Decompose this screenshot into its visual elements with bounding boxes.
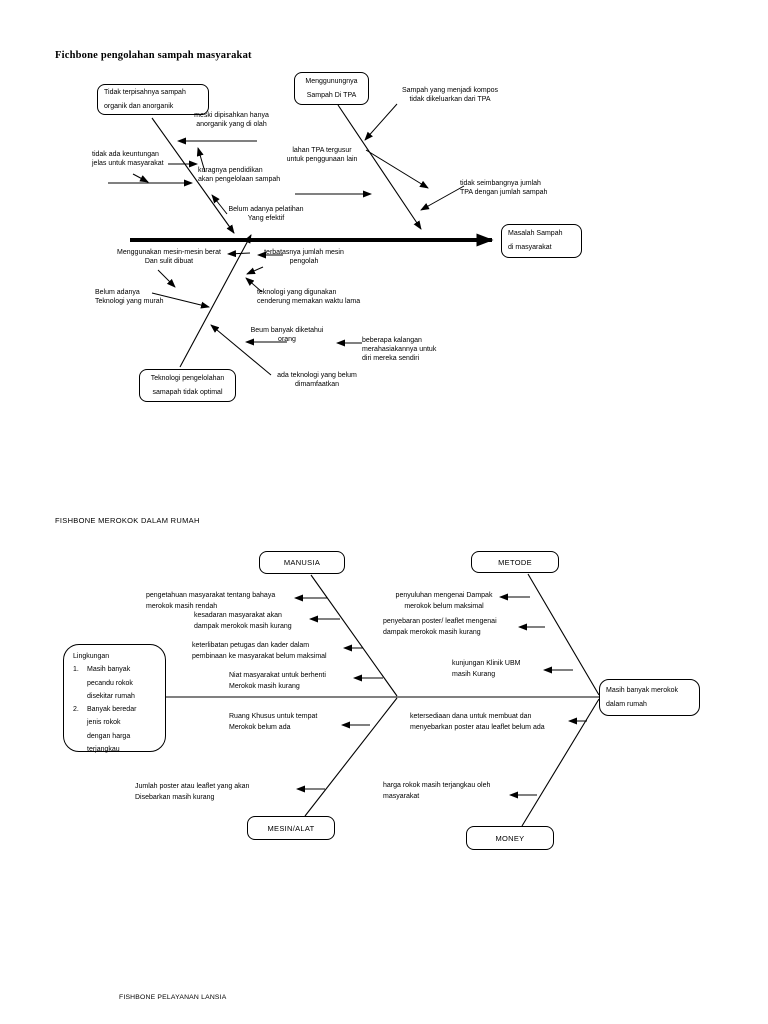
- label-ada-teknologi-belum: ada teknologi yang belum dimamfaatkan: [277, 372, 357, 389]
- fish-head-box-merokok: Masih banyak merokok dalam rumah: [599, 679, 700, 716]
- fish-head-box-masalah-sampah: Masalah Sampah di masyarakat: [501, 224, 582, 258]
- environment-box-heading: Lingkungan: [73, 653, 110, 660]
- environment-item: 1. Masih banyak pecandu rokok disekitar …: [73, 663, 161, 703]
- cause-box-tidak-terpisah: Tidak terpisahnya sampah organik dan ano…: [97, 84, 209, 115]
- label-teknologi-waktu-lama: teknologi yang digunakan cenderung memak…: [257, 289, 361, 306]
- label-pengetahuan-masyarakat: pengetahuan masyarakat tentang bahaya me…: [146, 592, 276, 610]
- label-kunjungan-klinik-ubm: kunjungan Klinik UBM masih Kurang: [452, 660, 521, 678]
- label-kesadaran-masyarakat: kesadaran masyarakat akan dampak merokok…: [194, 612, 292, 630]
- environment-item-text: Banyak beredar jenis rokok dengan harga …: [87, 706, 137, 754]
- cause-box-teknologi-tidak-optimal: Teknologi pengelolahan samapah tidak opt…: [139, 369, 236, 402]
- diagram1-title: Fichbone pengolahan sampah masyarakat: [55, 50, 252, 61]
- environment-item-number: 2.: [73, 706, 79, 714]
- category-box-mesin-alat: MESIN/ALAT: [247, 816, 335, 840]
- environment-item-number: 1.: [73, 666, 79, 674]
- label-sampah-kompos: Sampah yang menjadi kompos tidak dikelua…: [401, 87, 499, 104]
- cause-box-menggunung-tpa: Menggunungnya Sampah Di TPA: [294, 72, 369, 105]
- category-box-money: MONEY: [466, 826, 554, 850]
- label-tidak-seimbang-tpa: tidak seimbangnya jumlah TPA dengan juml…: [460, 180, 548, 197]
- category-box-metode: METODE: [471, 551, 559, 573]
- footer-next-section-title: FISHBONE PELAYANAN LANSIA: [119, 994, 227, 1001]
- environment-box-lingkungan: Lingkungan 1. Masih banyak pecandu rokok…: [63, 644, 166, 753]
- label-harga-rokok: harga rokok masih terjangkau oleh masyar…: [383, 782, 491, 800]
- label-lahan-tpa-tergusur: lahan TPA tergusur untuk penggunaan lain: [286, 147, 358, 164]
- environment-item-text: Masih banyak pecandu rokok disekitar rum…: [87, 666, 135, 700]
- label-ruang-khusus: Ruang Khusus untuk tempat Merokok belum …: [229, 713, 318, 731]
- diagram2-title: FISHBONE MEROKOK DALAM RUMAH: [55, 516, 200, 525]
- label-kuragnya-pendidikan: kuragnya pendidikan akan pengelolaan sam…: [198, 167, 281, 184]
- label-jumlah-poster: Jumlah poster atau leaflet yang akan Dis…: [135, 783, 250, 801]
- label-mesin-berat: Menggunakan mesin-mesin berat Dan sulit …: [117, 249, 221, 266]
- environment-item: 2. Banyak beredar jenis rokok dengan har…: [73, 703, 161, 756]
- label-penyuluhan-dampak: penyuluhan mengenai Dampak merokok belum…: [395, 592, 493, 610]
- label-niat-berhenti: Niat masyarakat untuk berhenti Merokok m…: [229, 672, 326, 690]
- label-beberapa-kalangan: beberapa kalangan merahasiakannya untuk …: [362, 337, 437, 363]
- category-box-manusia: MANUSIA: [259, 551, 345, 574]
- label-belum-pelatihan: Belum adanya pelatihan Yang efektif: [228, 206, 304, 223]
- label-teknologi-murah: Belum adanya Teknologi yang murah: [95, 289, 164, 306]
- label-beum-banyak-diketahui: Beum banyak diketahui orang: [250, 327, 324, 344]
- label-tidak-ada-keuntungan: tidak ada keuntungan jelas untuk masyara…: [92, 151, 164, 168]
- label-terbatasnya-mesin: terbatasnya jumlah mesin pengolah: [264, 249, 344, 266]
- label-meski-dipisahkan: meski dipisahkan hanya anorganik yang di…: [194, 112, 269, 129]
- label-keterlibatan-petugas: keterlibatan petugas dan kader dalam pem…: [192, 642, 327, 660]
- label-penyebaran-poster: penyebaran poster/ leaflet mengenai damp…: [383, 618, 497, 636]
- label-ketersediaan-dana: ketersediaan dana untuk membuat dan meny…: [410, 713, 545, 731]
